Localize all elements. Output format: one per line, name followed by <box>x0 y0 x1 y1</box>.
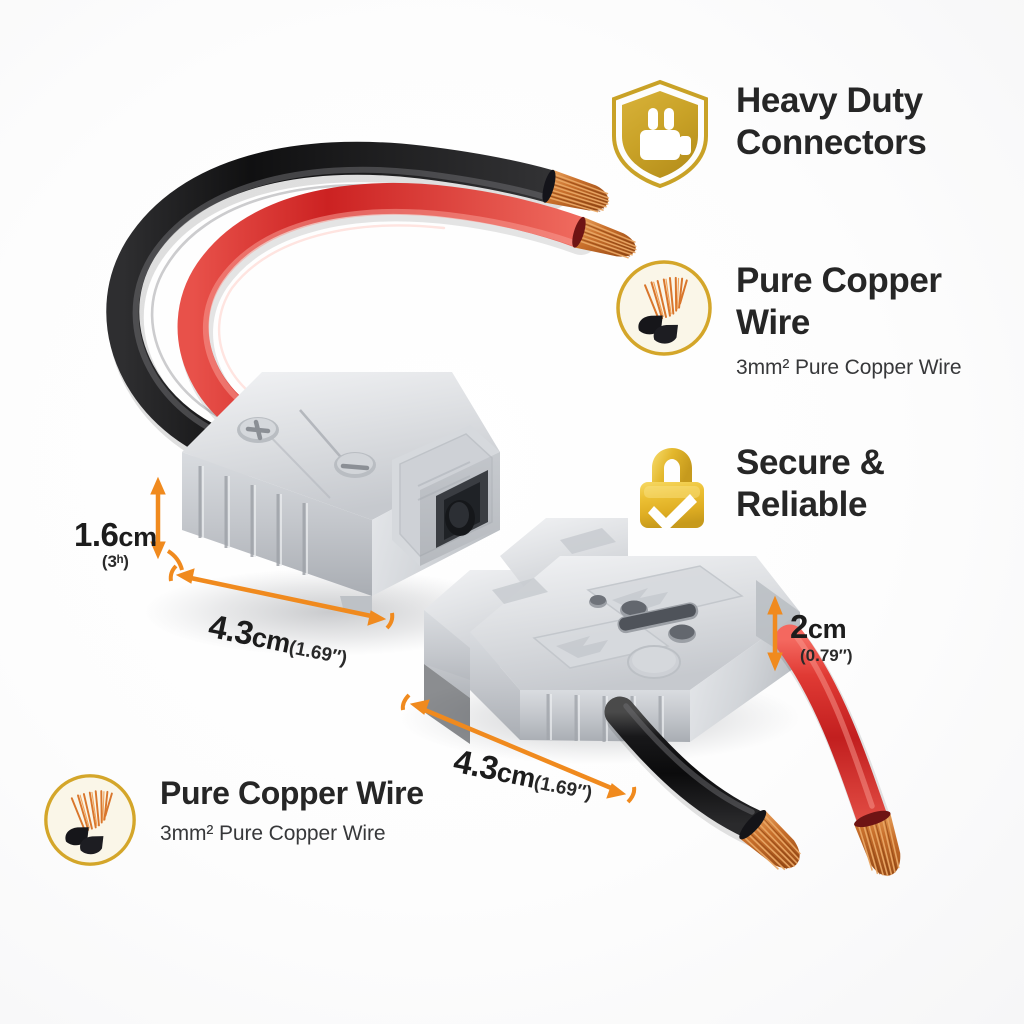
phillips-screw <box>237 417 279 443</box>
housing-ribs <box>198 466 306 575</box>
feature-heavy-duty-connectors: Heavy Duty Connectors <box>606 78 927 195</box>
dimension-imperial: (1.69″) <box>287 637 349 670</box>
dimension-value: 2 <box>790 608 808 645</box>
wire-top-red <box>177 183 598 461</box>
connector-lower <box>424 518 800 744</box>
connector-upper <box>182 372 500 618</box>
dimension-value: 1.6 <box>74 516 119 553</box>
housing-circle-emboss <box>627 645 681 679</box>
shield-connector-icon <box>606 78 714 195</box>
copper-end-bottom-red <box>853 810 901 877</box>
housing-ribs-lower <box>546 694 662 742</box>
dimension-value: 4.3 <box>205 607 257 653</box>
feature-text: Secure & Reliable <box>736 440 885 527</box>
embossed-arrow-tongue-2 <box>560 528 616 554</box>
feature-text: Pure Copper Wire 3mm² Pure Copper Wire <box>160 772 424 847</box>
receptacle-cavity-lower <box>424 664 470 744</box>
dimension-unit: cm <box>118 522 157 552</box>
dimension-unit: cm <box>249 621 293 659</box>
feature-pure-copper-wire-right: Pure Copper Wire 3mm² Pure Copper Wire <box>614 258 962 381</box>
embossed-arrow-plaque-upper <box>586 565 744 623</box>
dimension-value: 4.3 <box>450 742 502 788</box>
dimension-label-width-top: 4.3cm(1.69″) <box>205 607 351 672</box>
arrow-height-right <box>767 595 783 672</box>
dimension-label-height-left: 1.6cm (3ʰ) <box>74 516 157 572</box>
dimension-unit: cm <box>494 756 538 794</box>
feature-subtitle: 3mm² Pure Copper Wire <box>160 821 386 845</box>
feature-title: Secure & Reliable <box>736 443 885 525</box>
housing-hole-small <box>589 596 607 608</box>
dimension-unit: cm <box>807 614 847 644</box>
housing-label-panel <box>392 425 500 566</box>
feature-title: Heavy Duty Connectors <box>736 81 927 163</box>
feature-text: Heavy Duty Connectors <box>736 78 927 165</box>
copper-end-top-black <box>542 169 610 213</box>
housing-hole-right <box>668 625 696 643</box>
wire-top-black <box>106 141 569 476</box>
dimension-imperial: (3ʰ) <box>101 552 129 571</box>
copper-end-bottom-black <box>739 809 801 871</box>
dimension-imperial: (0.79″) <box>800 646 853 665</box>
embossed-arrow-tongue-1 <box>492 578 548 604</box>
housing-hole-large <box>620 601 648 619</box>
dimension-label-width-bottom: 4.3cm(1.69″) <box>450 742 596 807</box>
feature-title: Pure Copper Wire <box>160 775 424 811</box>
feature-text: Pure Copper Wire 3mm² Pure Copper Wire <box>736 258 962 381</box>
feature-subtitle: 3mm² Pure Copper Wire <box>736 355 962 379</box>
feature-secure-reliable: Secure & Reliable <box>630 440 885 537</box>
embossed-arrow-plaque-lower <box>532 617 670 669</box>
housing-slot <box>617 602 699 634</box>
feature-pure-copper-wire-bottom: Pure Copper Wire 3mm² Pure Copper Wire <box>42 772 424 873</box>
dimension-label-height-right: 2cm (0.79″) <box>790 608 853 666</box>
wire-bottom-black <box>604 696 772 847</box>
padlock-check-icon <box>630 440 714 537</box>
dimension-imperial: (1.69″) <box>532 772 594 805</box>
copper-wire-circle-icon <box>42 772 138 873</box>
feature-title: Pure Copper Wire <box>736 261 942 343</box>
receptacle-cavity <box>436 470 488 548</box>
arrow-width-top <box>168 564 395 630</box>
copper-wire-circle-icon <box>614 258 714 363</box>
slotted-screw <box>334 452 376 478</box>
